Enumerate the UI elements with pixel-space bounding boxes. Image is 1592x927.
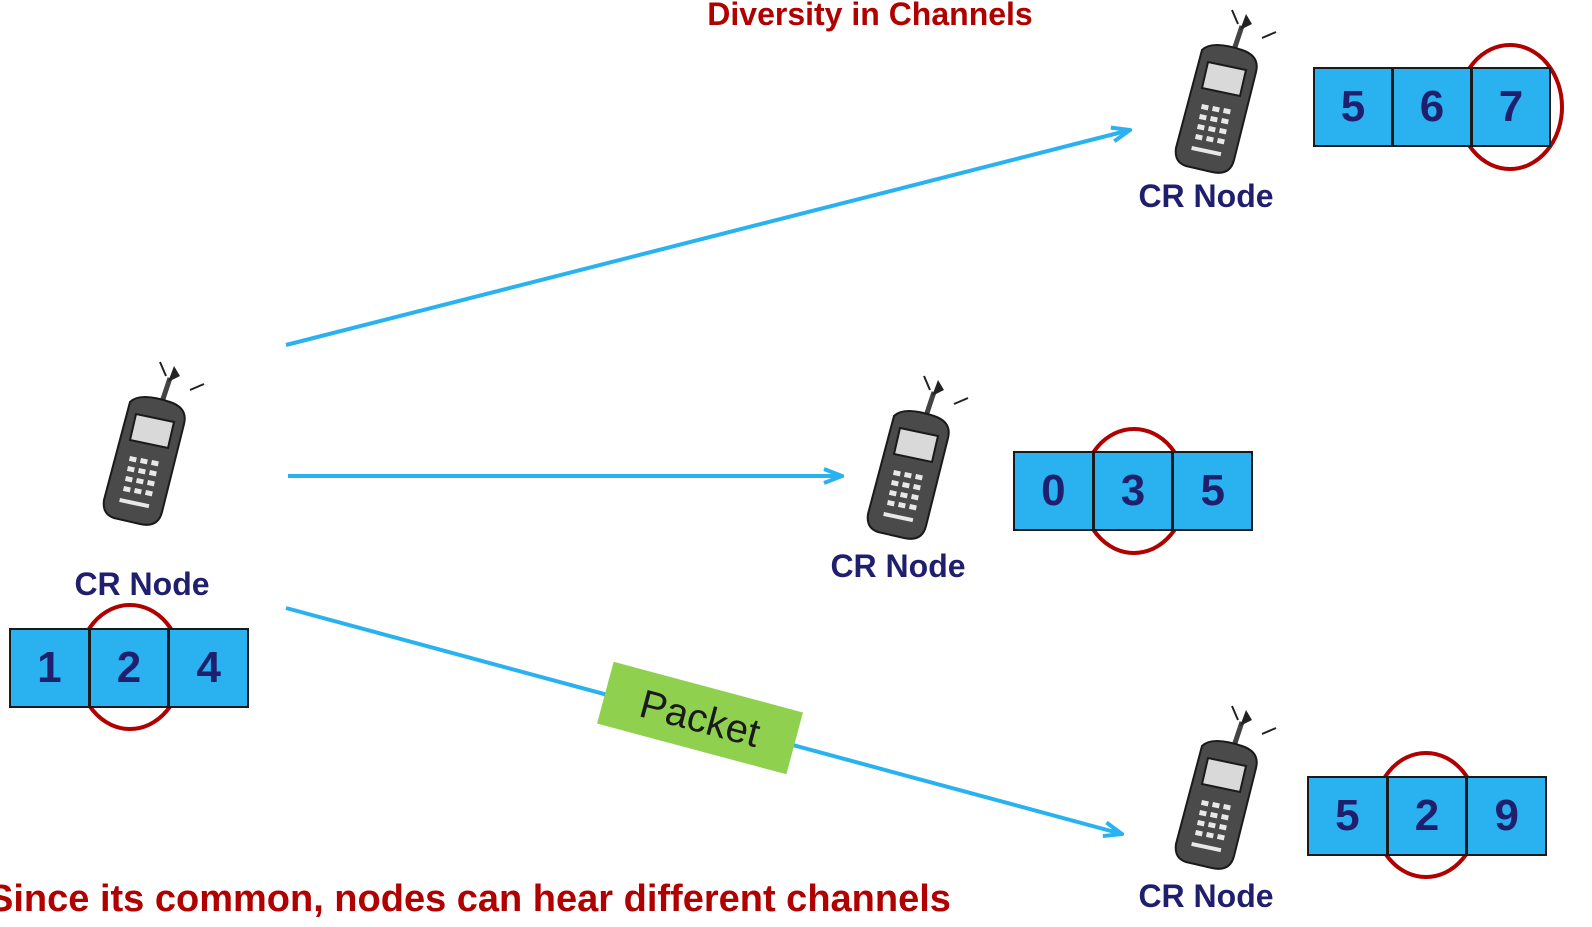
channel-cell: 9 bbox=[1465, 778, 1545, 854]
diagram-title: Diversity in Channels bbox=[707, 0, 1033, 32]
channel-cell: 5 bbox=[1340, 82, 1366, 131]
channel-box-source: 1 2 4 bbox=[9, 628, 249, 708]
packet-label: Packet bbox=[597, 661, 803, 775]
channel-cell: 3 bbox=[1091, 453, 1172, 529]
node-label-middle: CR Node bbox=[830, 548, 966, 584]
channel-cell: 5 bbox=[1171, 453, 1251, 529]
node-label-bottom: CR Node bbox=[1138, 878, 1274, 914]
cell-phone-icon bbox=[1176, 10, 1276, 173]
cell-phone-icon bbox=[868, 376, 968, 539]
channel-cell: 2 bbox=[1385, 778, 1466, 854]
channel-cell: 0 bbox=[1041, 466, 1066, 515]
channel-cell: 1 bbox=[37, 643, 62, 692]
cell-phone-icon bbox=[104, 362, 204, 525]
node-label-top: CR Node bbox=[1138, 178, 1274, 214]
channel-cell: 5 bbox=[1335, 791, 1360, 840]
channel-cell: 2 bbox=[87, 630, 168, 706]
channel-cell: 4 bbox=[167, 630, 247, 706]
channel-cell: 7 bbox=[1470, 69, 1549, 145]
channel-cell: 6 bbox=[1391, 69, 1470, 145]
cell-phone-icon bbox=[1176, 706, 1276, 869]
channel-box-bottom: 5 2 9 bbox=[1307, 776, 1547, 856]
channel-box-top: 5 6 7 bbox=[1313, 67, 1551, 147]
bottom-caption: Since its common, nodes can hear differe… bbox=[0, 878, 951, 920]
node-label-source: CR Node bbox=[74, 566, 210, 602]
arrow-to-top-node bbox=[285, 130, 1130, 347]
channel-box-middle: 0 3 5 bbox=[1013, 451, 1253, 531]
